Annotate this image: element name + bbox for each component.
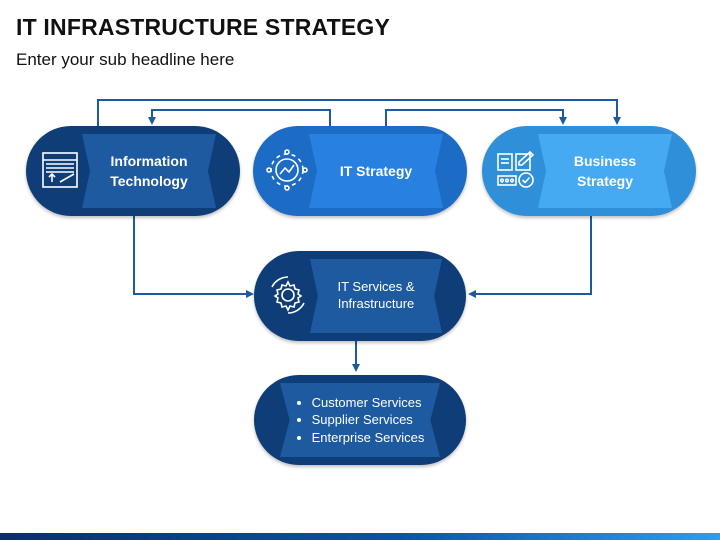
node-it-services-label: IT Services & Infrastructure bbox=[337, 279, 415, 311]
node-it-strategy-label-box: IT Strategy bbox=[309, 134, 443, 208]
page-subtitle: Enter your sub headline here bbox=[16, 50, 235, 69]
services-list-box: Customer Services Supplier Services Ente… bbox=[280, 383, 440, 457]
node-it-strategy-label: IT Strategy bbox=[339, 162, 413, 179]
connector-it-to-services bbox=[133, 216, 254, 298]
node-information-technology-label-box: Information Technology bbox=[82, 134, 216, 208]
footer-bar bbox=[0, 533, 720, 540]
connector-it-to-business bbox=[97, 99, 621, 128]
node-services-list: Customer Services Supplier Services Ente… bbox=[254, 375, 466, 465]
server-rack-icon bbox=[38, 148, 82, 192]
node-it-services-label-box: IT Services & Infrastructure bbox=[310, 259, 442, 333]
node-it-services: IT Services & Infrastructure bbox=[254, 251, 466, 341]
services-list: Customer Services Supplier Services Ente… bbox=[296, 394, 425, 447]
node-business-strategy-label: Business Strategy bbox=[573, 152, 637, 189]
documents-check-icon bbox=[494, 148, 538, 192]
node-business-strategy-label-box: Business Strategy bbox=[538, 134, 672, 208]
gear-chart-icon bbox=[265, 148, 309, 192]
node-business-strategy: Business Strategy bbox=[482, 126, 696, 216]
page-title: IT INFRASTRUCTURE STRATEGY bbox=[16, 14, 391, 40]
list-item: Customer Services bbox=[312, 394, 425, 412]
node-information-technology: Information Technology bbox=[26, 126, 240, 216]
list-item: Supplier Services bbox=[312, 411, 425, 429]
node-it-strategy: IT Strategy bbox=[253, 126, 467, 216]
node-information-technology-label: Information Technology bbox=[110, 152, 188, 189]
gear-cycle-icon bbox=[266, 273, 310, 317]
connector-business-to-services bbox=[468, 216, 592, 298]
list-item: Enterprise Services bbox=[312, 429, 425, 447]
